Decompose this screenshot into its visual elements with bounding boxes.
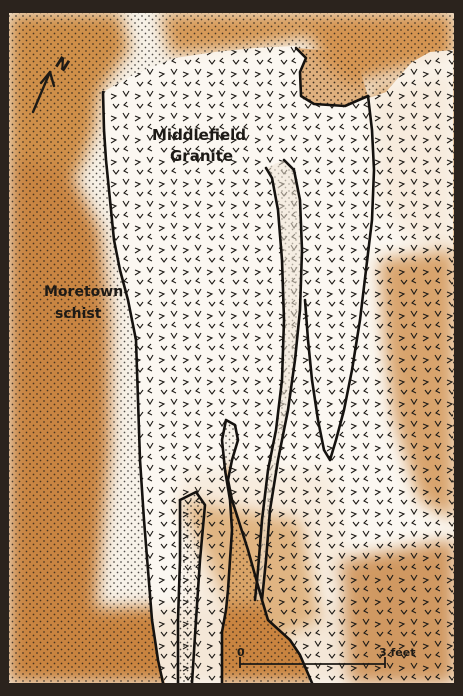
schist-label-line1: Moretown xyxy=(44,284,123,300)
schist-label-line2: schist xyxy=(55,306,102,322)
granite-label-line1: Middlefield xyxy=(152,126,246,144)
granite-label-line2: Granite xyxy=(170,147,233,165)
scale-start-label: 0 xyxy=(237,646,245,659)
scale-end-label: 3 feet xyxy=(379,646,415,659)
